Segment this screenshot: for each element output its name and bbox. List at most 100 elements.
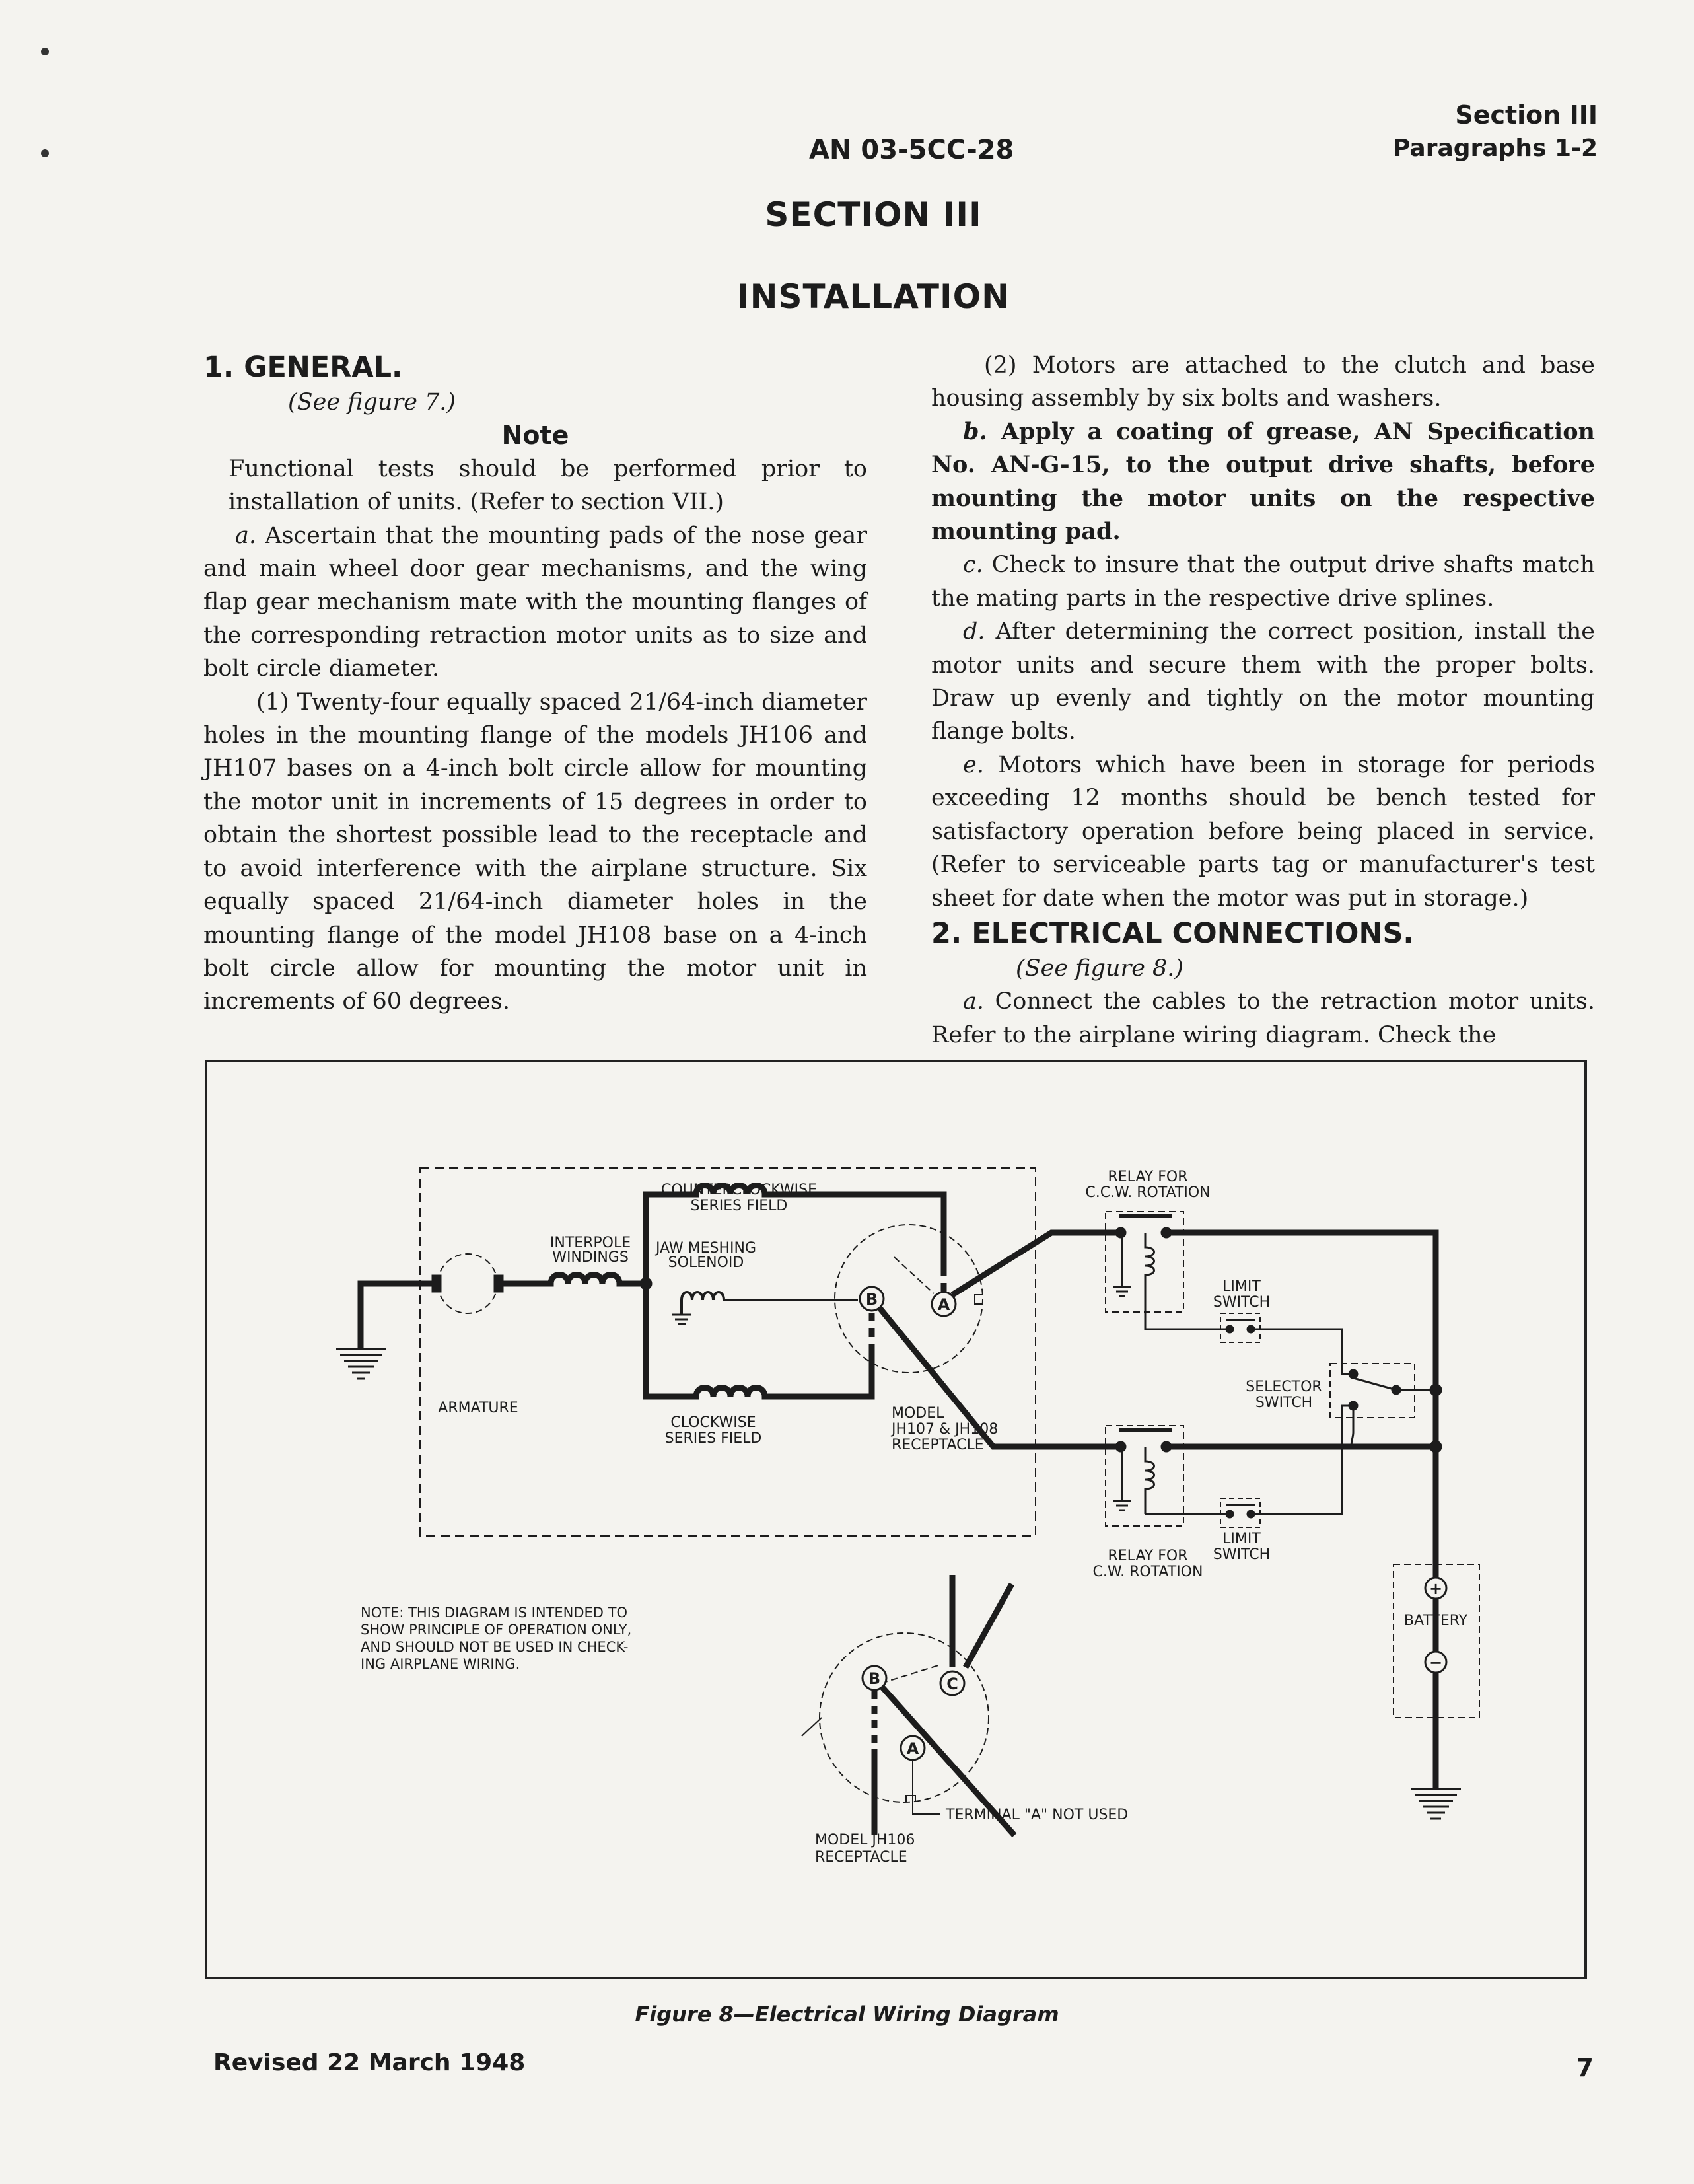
terminal-a-upper bbox=[931, 1291, 957, 1317]
label-ccw-field-1: COUNTERCLOCKWISE bbox=[661, 1182, 817, 1198]
right-column: (2) Motors are attached to the clutch an… bbox=[931, 349, 1595, 1052]
paragraph-e: e. Motors which have been in storage for… bbox=[931, 748, 1595, 915]
terminal-b-upper bbox=[859, 1286, 885, 1312]
general-heading: 1. GENERAL. bbox=[203, 351, 403, 384]
terminal-a-leader bbox=[912, 1760, 940, 1815]
battery-minus-sign: − bbox=[1429, 1654, 1442, 1672]
paragraph-d-text: After determining the correct position, … bbox=[931, 618, 1595, 745]
label-ccw-field-2: SERIES FIELD bbox=[691, 1198, 788, 1214]
wire-relay-ccw-coil-to-limit-1 bbox=[1144, 1300, 1230, 1330]
wire-limit-2-to-selector bbox=[1251, 1404, 1353, 1515]
label-terminal-a-not-used: TERMINAL "A" NOT USED bbox=[945, 1807, 1128, 1823]
relay-ccw-ground bbox=[1113, 1286, 1131, 1297]
left-column: 1. GENERAL. (See figure 7.) Note Functio… bbox=[203, 349, 867, 1019]
installation-title: INSTALLATION bbox=[737, 277, 1010, 316]
receptacle-jh107-jh108 bbox=[834, 1224, 983, 1373]
terminal-b-upper-label: B bbox=[866, 1290, 878, 1309]
jh106-leader-left bbox=[801, 1717, 822, 1737]
diagram-note-line-4: ING AIRPLANE WIRING. bbox=[361, 1656, 520, 1672]
terminal-b-lower bbox=[861, 1665, 888, 1691]
solenoid-to-a-dashed bbox=[894, 1256, 935, 1294]
paragraph-e-label: e. bbox=[963, 751, 984, 778]
label-model-jh106-2: RECEPTACLE bbox=[815, 1849, 907, 1866]
paragraph-2a-text: Connect the cables to the retraction mot… bbox=[931, 988, 1595, 1048]
label-interpole-1: INTERPOLE bbox=[550, 1235, 631, 1251]
diagram-note-line-3: AND SHOULD NOT BE USED IN CHECK- bbox=[361, 1639, 629, 1655]
terminal-a-lower-label: A bbox=[907, 1739, 919, 1758]
label-limit-2a: LIMIT bbox=[1222, 1531, 1261, 1547]
label-relay-cw-2: C.W. ROTATION bbox=[1093, 1564, 1203, 1580]
label-limit-1b: SWITCH bbox=[1213, 1294, 1270, 1311]
paragraph-b: b. Apply a coating of grease, AN Specifi… bbox=[931, 416, 1595, 549]
paragraphs-reference: Paragraphs 1-2 bbox=[1393, 135, 1598, 162]
jh106-dashed-b-to-c bbox=[880, 1664, 941, 1684]
revision-date: Revised 22 March 1948 bbox=[213, 2049, 526, 2076]
paragraph-c-text: Check to insure that the output drive sh… bbox=[931, 552, 1595, 612]
binding-hole-top bbox=[41, 48, 49, 55]
paragraph-a-text: Ascertain that the mounting pads of the … bbox=[203, 522, 867, 682]
selector-contact-top bbox=[1348, 1369, 1359, 1379]
electrical-connections-heading: 2. ELECTRICAL CONNECTIONS. bbox=[931, 916, 1414, 950]
terminal-c-label: C bbox=[946, 1675, 958, 1693]
figure-caption: Figure 8—Electrical Wiring Diagram bbox=[635, 2002, 1059, 2027]
wire-relay-ccw-to-bus bbox=[1166, 1229, 1439, 1789]
label-relay-ccw-1: RELAY FOR bbox=[1108, 1169, 1188, 1185]
label-model-3: RECEPTACLE bbox=[892, 1437, 984, 1453]
paragraph-a: a. Ascertain that the mounting pads of t… bbox=[203, 519, 867, 686]
see-figure-7: (See figure 7.) bbox=[288, 389, 456, 416]
binding-hole-middle bbox=[41, 149, 49, 157]
paragraph-b-label: b. bbox=[963, 418, 987, 445]
label-relay-ccw-2: C.C.W. ROTATION bbox=[1085, 1184, 1210, 1201]
relay-cw-ground bbox=[1113, 1500, 1131, 1511]
label-model-jh106-1: MODEL JH106 bbox=[815, 1832, 915, 1848]
paragraph-b-text: Apply a coating of grease, AN Specificat… bbox=[931, 418, 1595, 546]
battery-enclosure bbox=[1393, 1564, 1480, 1718]
selector-arm bbox=[1353, 1377, 1397, 1391]
label-selector-1: SELECTOR bbox=[1246, 1379, 1322, 1395]
label-armature: ARMATURE bbox=[438, 1400, 518, 1416]
note-heading: Note bbox=[501, 421, 569, 451]
armature-brush-right bbox=[493, 1274, 504, 1293]
paragraph-a-label: a. bbox=[235, 522, 256, 549]
armature-brush-left bbox=[431, 1274, 442, 1293]
diagram-note-line-2: SHOW PRINCIPLE OF OPERATION ONLY, bbox=[361, 1622, 631, 1638]
paragraph-1: (1) Twenty-four equally spaced 21/64-inc… bbox=[203, 688, 867, 1015]
label-relay-cw-1: RELAY FOR bbox=[1108, 1548, 1188, 1564]
ground-symbol-left bbox=[336, 1348, 386, 1380]
receptacle-jh106 bbox=[819, 1632, 989, 1803]
jh106-wire-diagonal-top bbox=[963, 1582, 1014, 1669]
diagram-note-line-1: NOTE: THIS DIAGRAM IS INTENDED TO bbox=[361, 1605, 627, 1620]
page-number: 7 bbox=[1576, 2053, 1594, 2082]
paragraph-2a: a. Connect the cables to the retraction … bbox=[931, 985, 1595, 1052]
terminal-a-upper-label: A bbox=[938, 1295, 950, 1314]
interpole-windings bbox=[503, 1272, 646, 1287]
bus-junction-mid bbox=[1429, 1440, 1442, 1453]
motor-enclosure bbox=[419, 1167, 1036, 1537]
terminal-c bbox=[939, 1670, 966, 1696]
note-text: Functional tests should be performed pri… bbox=[229, 455, 867, 516]
ground-symbol-solenoid bbox=[672, 1313, 691, 1325]
receptacle-key-notch bbox=[974, 1294, 983, 1305]
battery-plus-sign: + bbox=[1429, 1580, 1442, 1598]
wiring-diagram-figure: COUNTERCLOCKWISE SERIES FIELD INTERPOLE … bbox=[205, 1060, 1587, 1979]
label-battery: BATTERY bbox=[1404, 1613, 1468, 1629]
paragraph-c-label: c. bbox=[963, 552, 983, 579]
label-jaw-2: SOLENOID bbox=[668, 1255, 744, 1271]
paragraph-d: d. After determining the correct positio… bbox=[931, 615, 1595, 748]
paragraph-2a-label: a. bbox=[963, 988, 984, 1015]
wire-terminal-a-to-relay-ccw bbox=[950, 1229, 1121, 1297]
selector-crossover bbox=[1350, 1406, 1355, 1448]
label-limit-1a: LIMIT bbox=[1222, 1278, 1261, 1295]
label-model-1: MODEL bbox=[892, 1405, 944, 1422]
label-cw-field-2: SERIES FIELD bbox=[665, 1430, 762, 1447]
see-figure-8: (See figure 8.) bbox=[1016, 955, 1184, 982]
battery-positive-terminal bbox=[1424, 1576, 1448, 1600]
armature-ground-wire bbox=[357, 1280, 432, 1349]
paragraph-2: (2) Motors are attached to the clutch an… bbox=[931, 352, 1595, 412]
section-title: SECTION III bbox=[765, 196, 982, 234]
terminal-b-lower-label: B bbox=[868, 1669, 880, 1688]
ground-symbol-battery bbox=[1411, 1788, 1461, 1820]
wire-limit-1-to-selector bbox=[1251, 1328, 1353, 1375]
receptacle-jh106-notch bbox=[905, 1795, 916, 1802]
label-limit-2b: SWITCH bbox=[1213, 1547, 1270, 1563]
